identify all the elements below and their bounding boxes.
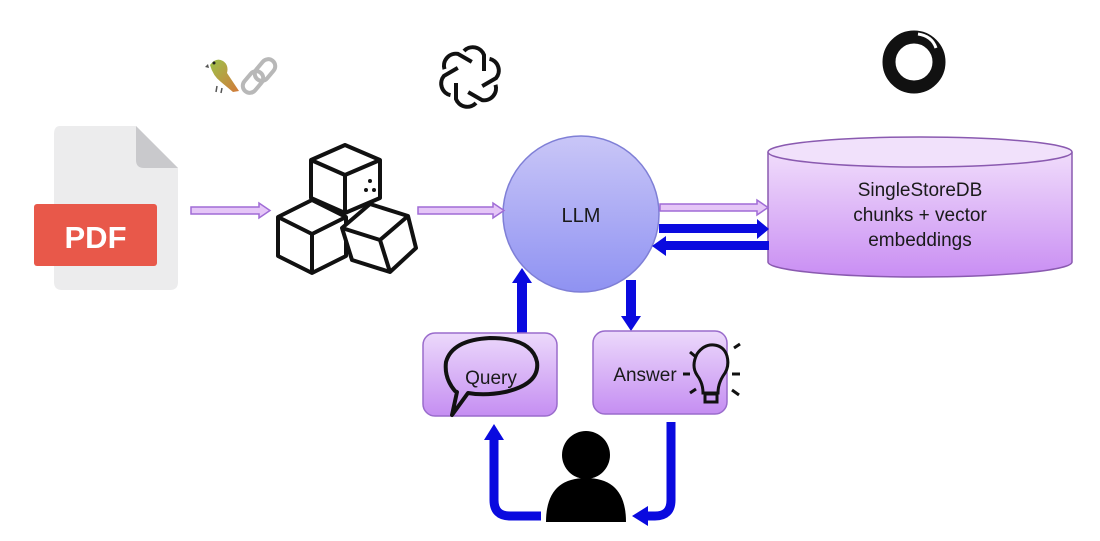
lightbulb-icon [683, 342, 741, 404]
database-node: SingleStoreDB chunks + vector embeddings [767, 136, 1073, 278]
chain-link-icon [240, 57, 278, 95]
arrow-llm-to-database-outline [659, 198, 770, 217]
pdf-badge [34, 204, 157, 266]
arrow-llm-to-database [659, 219, 769, 239]
llm-node: LLM [502, 135, 660, 293]
arrow-database-to-llm [652, 236, 769, 256]
speech-bubble-icon [443, 336, 540, 417]
database-label-line-3: embeddings [868, 230, 972, 251]
arrow-user-to-query [484, 424, 541, 521]
arrow-query-to-llm [512, 268, 532, 334]
arrow-chunks-to-llm [417, 201, 506, 220]
langchain-logo [205, 57, 278, 95]
singlestore-logo [882, 30, 946, 94]
llm-label: LLM [562, 205, 601, 227]
arrow-pdf-to-chunks [190, 201, 272, 220]
query-node: Query [422, 332, 558, 417]
parrot-icon [205, 59, 239, 94]
cubes-icon [276, 143, 418, 275]
openai-logo [439, 45, 501, 109]
answer-label: Answer [613, 365, 677, 386]
arrow-answer-to-user [632, 422, 676, 526]
pdf-file-icon: PDF [34, 126, 178, 290]
arrow-llm-to-answer [621, 280, 641, 331]
query-label: Query [465, 368, 517, 389]
database-label-line-1: SingleStoreDB [858, 180, 983, 201]
user-icon [546, 431, 626, 522]
pdf-label: PDF [65, 220, 127, 255]
database-label-line-2: chunks + vector [853, 205, 987, 226]
answer-node: Answer [592, 330, 741, 415]
